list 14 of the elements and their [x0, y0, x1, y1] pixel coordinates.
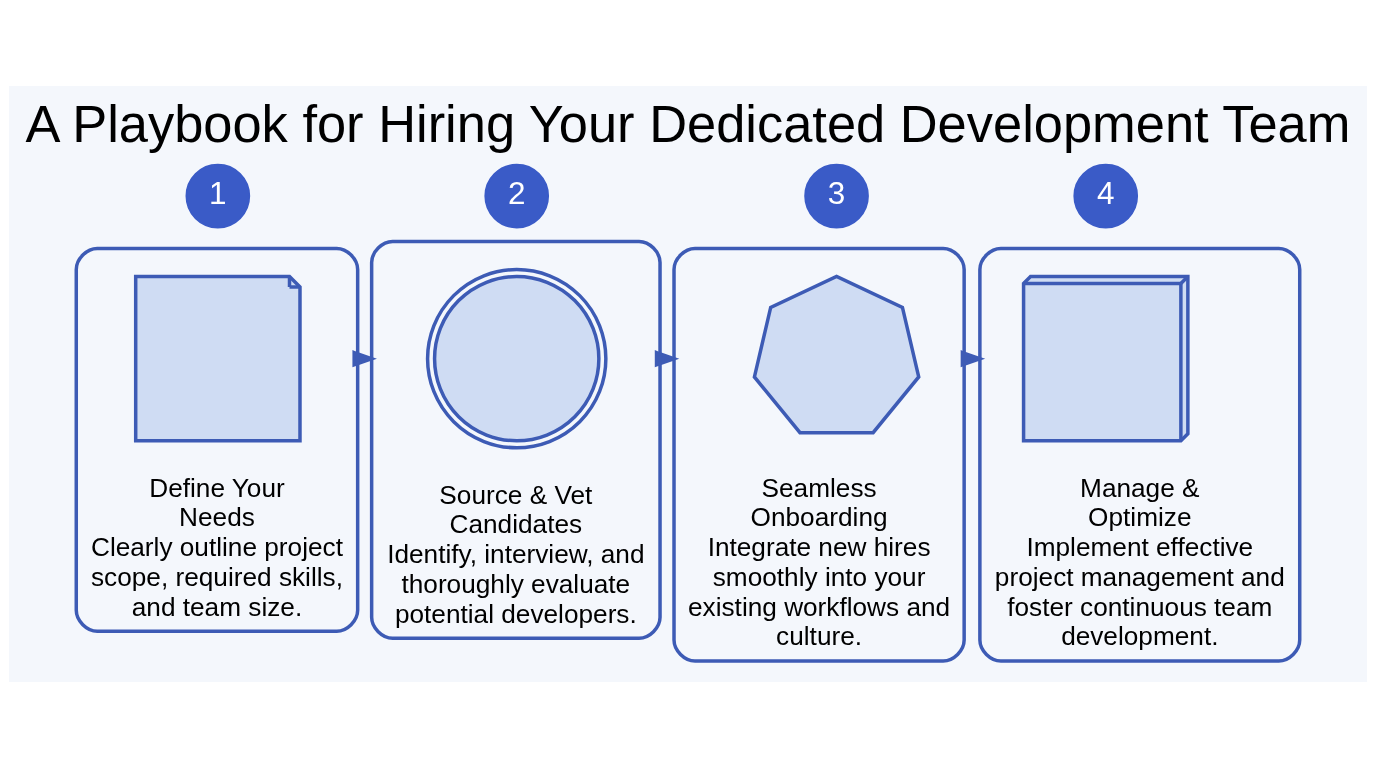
- cluster: Source & Vet Candidates Identify, interview, and thoroughly evaluate potential developers.: [369, 239, 662, 641]
- cluster: Manage & Optimize Implement effective project management and foster continuous team development.: [978, 246, 1302, 663]
- diagram-title: A Playbook for Hiring Your Dedicated Development Team: [25, 94, 1351, 153]
- arrow: [352, 350, 377, 368]
- node-circle: 2: [484, 163, 550, 229]
- cluster: Seamless Onboarding Integrate new hires smoothly into your existing workflows and culture.: [672, 246, 966, 663]
- arrow: [960, 350, 986, 368]
- node-picture: [752, 274, 921, 435]
- node-circle: 1: [185, 163, 251, 229]
- node-circle: 3: [804, 163, 869, 229]
- cluster: Define Your Needs Clearly outline project scope, required skills, and team size.: [74, 246, 360, 634]
- arrow: [654, 350, 680, 368]
- node-circle: 4: [1073, 163, 1139, 229]
- node-picture: [425, 267, 608, 450]
